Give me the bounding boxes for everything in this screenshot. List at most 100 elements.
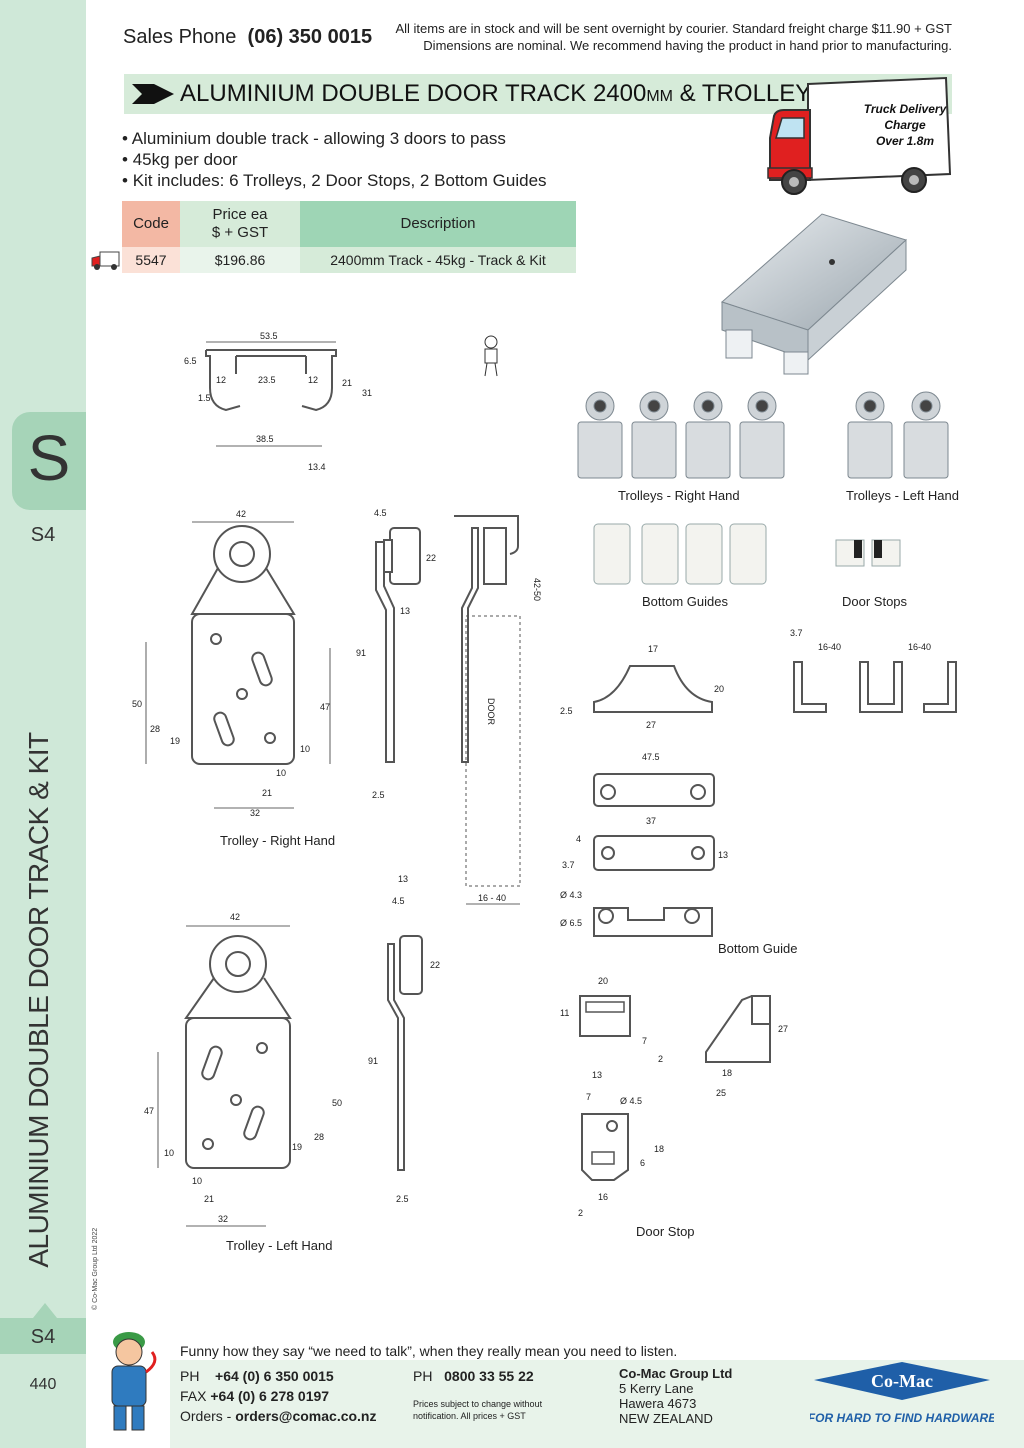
dim-track-top: 6.5 [184, 356, 197, 366]
dim-ds-13: 13 [592, 1070, 602, 1080]
dim-tlh-width: 42 [230, 912, 240, 922]
dim-ds-6: 6 [640, 1158, 645, 1168]
page-number: 440 [29, 1376, 57, 1393]
footer-ph2-number[interactable]: 0800 33 55 22 [444, 1368, 534, 1384]
dim-bg-37: 37 [646, 816, 656, 826]
cell-description: 2400mm Track - 45kg - Track & Kit [300, 247, 576, 273]
title-arrow-icon [132, 84, 174, 104]
header-code: Code [122, 201, 180, 247]
truck-badge-line-2: Charge [884, 118, 926, 132]
trolley-left-drawing: 42 47 10 50 28 19 10 21 32 [144, 912, 342, 1227]
dim-door-4250: 42-50 [532, 578, 542, 601]
label-trolley-right: Trolley - Right Hand [220, 833, 336, 848]
section-tab [12, 412, 86, 510]
dim-bg-d65: Ø 6.5 [560, 918, 582, 928]
trolley-side-drawing-lh: 13 4.5 22 91 2.5 [368, 874, 440, 1204]
dim-tlh-32: 32 [218, 1214, 228, 1224]
table-header-row: Code Price ea$ + GST Description [122, 201, 576, 247]
dim-bg-4: 4 [576, 834, 581, 844]
title-unit: MM [646, 88, 673, 105]
dim-door-1640: 16 - 40 [478, 893, 506, 903]
footer-phone: PH +64 (0) 6 350 0015 [180, 1368, 334, 1384]
truck-badge-line-1: Truck Delivery [864, 102, 948, 116]
dim-track-width: 53.5 [260, 331, 278, 341]
header-description: Description [300, 201, 576, 247]
sales-phone-number[interactable]: (06) 350 0015 [247, 26, 373, 48]
dim-ds-2b: 2 [578, 1208, 583, 1218]
dim-ds-7: 7 [642, 1036, 647, 1046]
footer-section-code: S4 [30, 1326, 56, 1348]
label-bottom-guide: Bottom Guide [718, 941, 798, 956]
dim-bg-475: 47.5 [642, 752, 660, 762]
dim-ds-16: 16 [598, 1192, 608, 1202]
door-stop-drawing: 20 11 13 7 2 18 25 27 7 Ø 4.5 18 6 16 2 [560, 976, 788, 1218]
dim-trh-21: 21 [262, 788, 272, 798]
dim-trh-19: 19 [170, 736, 180, 746]
feature-list: • Aluminium double track - allowing 3 do… [122, 128, 547, 191]
dim-sidelh-22: 22 [430, 960, 440, 970]
logo-slogan: FOR HARD TO FIND HARDWARE [810, 1411, 994, 1425]
dim-tlh-47: 47 [144, 1106, 154, 1116]
comac-logo: Co-Mac FOR HARD TO FIND HARDWARE [810, 1362, 994, 1425]
feature-item: • 45kg per door [122, 150, 238, 169]
dim-tlh-10b: 10 [192, 1176, 202, 1186]
stock-notice: All items are in stock and will be sent … [395, 20, 952, 54]
footer-ph2-label: PH [413, 1368, 433, 1384]
dim-trh-width: 42 [236, 509, 246, 519]
dim-track-h: 13.4 [308, 462, 326, 472]
footer-ph-number[interactable]: +64 (0) 6 350 0015 [215, 1368, 334, 1384]
dim-dst-1640b: 16-40 [908, 642, 931, 652]
dim-ds-20: 20 [598, 976, 608, 986]
dim-bg-17: 17 [648, 644, 658, 654]
label-door-stops: Door Stops [842, 594, 908, 609]
dim-dst-1640a: 16-40 [818, 642, 841, 652]
dim-ds-11: 11 [560, 1008, 569, 1018]
dim-sidelh-25: 2.5 [396, 1194, 409, 1204]
door-label: DOOR [486, 698, 496, 726]
footer-fax-label: FAX [180, 1388, 207, 1404]
dim-track-c: 12 [308, 375, 318, 385]
dim-trh-50: 50 [132, 699, 142, 709]
prices-note: Prices subject to change without notific… [413, 1399, 543, 1421]
dim-tlh-21: 21 [204, 1194, 214, 1204]
footer-freephone: PH 0800 33 55 22 [413, 1368, 534, 1384]
door-stops-image [835, 539, 901, 567]
dim-bg-25: 2.5 [560, 706, 573, 716]
dim-ds-27: 27 [778, 1024, 788, 1034]
footer-fax-number: +64 (0) 6 278 0197 [210, 1388, 330, 1404]
header-price: Price ea$ + GST [180, 201, 300, 247]
dim-track-e: 21 [342, 378, 352, 388]
dim-track-b: 23.5 [258, 375, 276, 385]
small-truck-icon [91, 251, 120, 270]
mascot-icon [111, 1332, 157, 1431]
dim-bg-d43: Ø 4.3 [560, 890, 582, 900]
label-door-stop: Door Stop [636, 1224, 695, 1239]
bottom-guides-image [593, 523, 767, 585]
dim-tlh-19: 19 [292, 1142, 302, 1152]
company-name: Co-Mac Group Ltd [619, 1366, 733, 1381]
dim-trh-10b: 10 [276, 768, 286, 778]
footer-ph-label: PH [180, 1368, 200, 1384]
dim-trh-10a: 10 [300, 744, 310, 754]
truck-delivery-icon: Truck Delivery Charge Over 1.8m [767, 76, 952, 195]
trolley-side-drawing: 4.5 22 13 91 2.5 [356, 508, 436, 800]
dim-sidelh-91: 91 [368, 1056, 378, 1066]
product-table: Code Price ea$ + GST Description 5547 $1… [122, 201, 576, 273]
dim-side-22: 22 [426, 553, 436, 563]
trolley-right-drawing: 42 50 28 19 47 10 10 21 32 [132, 509, 331, 818]
dim-dst-37: 3.7 [790, 628, 803, 638]
dim-ds-25: 25 [716, 1088, 726, 1098]
sales-phone-label: Sales Phone [123, 26, 237, 48]
footer-orders-email[interactable]: orders@comac.co.nz [235, 1408, 377, 1424]
table-row[interactable]: 5547 $196.86 2400mm Track - 45kg - Track… [122, 247, 576, 273]
footer-orders: Orders - orders@comac.co.nz [180, 1408, 377, 1424]
footer-tab-pointer [33, 1303, 57, 1318]
dim-ds-18: 18 [722, 1068, 732, 1078]
dim-bg-20: 20 [714, 684, 724, 694]
dim-bg-37b: 3.7 [562, 860, 575, 870]
left-sidebar [0, 0, 86, 1448]
dim-tlh-10a: 10 [164, 1148, 174, 1158]
product-title: ALUMINIUM DOUBLE DOOR TRACK 2400MM & TRO… [180, 80, 855, 108]
dim-side-25: 2.5 [372, 790, 385, 800]
dim-bg-27: 27 [646, 720, 656, 730]
